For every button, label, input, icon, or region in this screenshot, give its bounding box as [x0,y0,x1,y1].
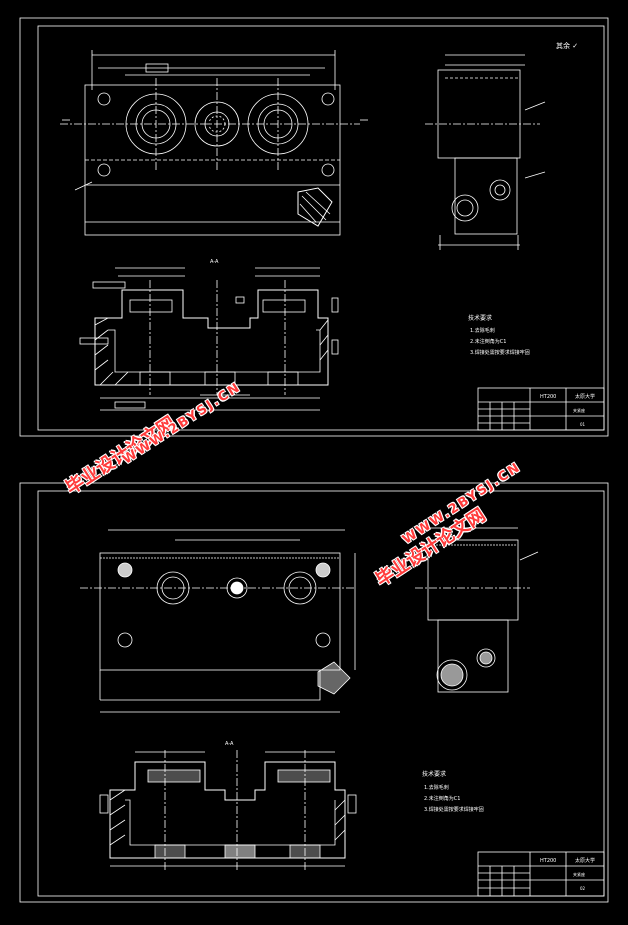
sheet-2-inner-frame [37,490,605,897]
sheet-1-note-1: 1.去除毛刺 [470,327,495,334]
sheet-2-drawing-name: 夹紧座 [573,871,585,877]
sheet-2-school-name: 太原大学 [575,857,595,864]
sheet-1-inner-frame [37,25,605,431]
sheet-2-title-block [477,851,605,897]
sheet-1-roughness-mark: 其余 ✓ [556,41,578,50]
sheet-2-side-view [415,527,539,693]
sheet-1-notes-title: 技术要求 [468,314,492,322]
sheet-2: A-A 技术要求 1.去除毛刺 2.未注倒角为C1 3.焊接处需按要求焊接牢固 … [19,482,609,903]
sheet-2-outer-frame [19,482,609,903]
sheet-1-section-label: A-A [210,259,219,265]
sheet-1-part-material: HT200 [540,394,556,400]
sheet-1-outer-frame [19,17,609,437]
sheet-2-section-label: A-A [225,741,234,747]
sheet-1-side-view [425,54,546,250]
sheet-2-note-1: 1.去除毛刺 [424,784,449,791]
sheet-1-front-view [60,50,368,236]
sheet-1-sheet-number: 01 [580,422,586,427]
sheet-2-part-material: HT200 [540,858,556,864]
sheet-1-drawing-name: 夹紧座 [573,407,585,413]
sheet-1: 技术要求 1.去除毛刺 2.未注倒角为C1 3.焊接处需按要求焊接牢固 A-A … [19,17,609,437]
sheet-1-title-block [477,387,605,431]
sheet-1-section-view [79,267,339,411]
sheet-1-note-3: 3.焊接处需按要求焊接牢固 [470,349,530,356]
sheet-2-front-view [80,529,356,713]
sheet-2-section-view [99,750,357,870]
sheet-2-sheet-number: 02 [580,886,586,891]
sheet-1-note-2: 2.未注倒角为C1 [470,338,506,345]
sheet-1-school-name: 太原大学 [575,393,595,400]
sheet-2-note-2: 2.未注倒角为C1 [424,795,460,802]
sheet-2-notes-title: 技术要求 [422,770,446,778]
sheet-2-note-3: 3.焊接处需按要求焊接牢固 [424,806,484,813]
